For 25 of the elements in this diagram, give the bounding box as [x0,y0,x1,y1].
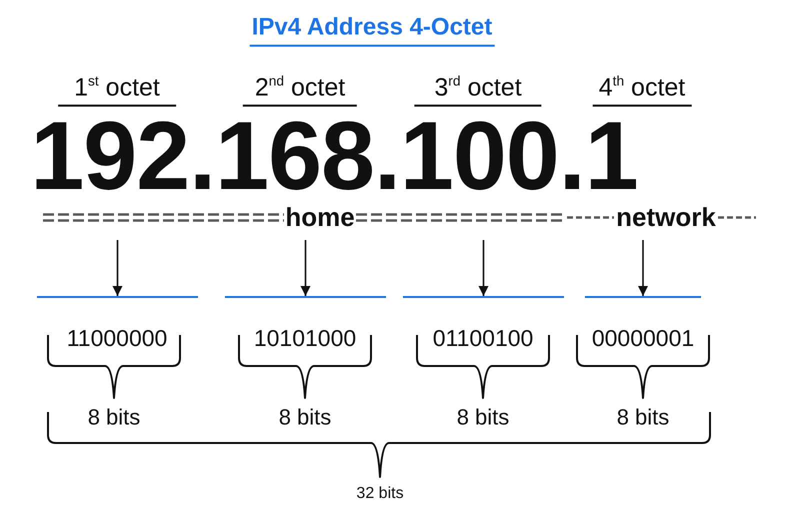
octet-heading: 2$^{nd}$ octet [242,74,358,106]
fill-in-line [225,296,386,298]
bit-count: 32 bits [356,484,404,504]
binary-value: 01100100 [432,324,534,352]
bit-count: 8 bits [88,404,140,430]
network-part-label: home [285,203,355,233]
bit-count: 8 bits [616,404,670,430]
bit-count: 8 bits [456,404,510,430]
arrow [478,240,488,296]
title: IPv4 Address 4-Octet [250,14,494,46]
binary-value: 00000001 [592,324,694,352]
arrow [112,240,122,296]
binary-value: 11000000 [66,324,168,352]
fill-in-line [37,296,198,298]
fill-in-line [585,296,701,298]
fill-in-line [403,296,564,298]
arrow [638,240,648,296]
octet-heading: 4$^{th}$ octet [592,74,692,106]
ip-address: 192.168.100.1 [30,117,638,195]
network-part-label: network [616,203,716,233]
arrow [300,240,310,296]
octet-heading: 1$^{st}$ octet [58,74,176,106]
octet-heading: 3$^{rd}$ octet [414,74,542,106]
binary-value: 10101000 [254,324,356,352]
bit-count: 8 bits [278,404,332,430]
